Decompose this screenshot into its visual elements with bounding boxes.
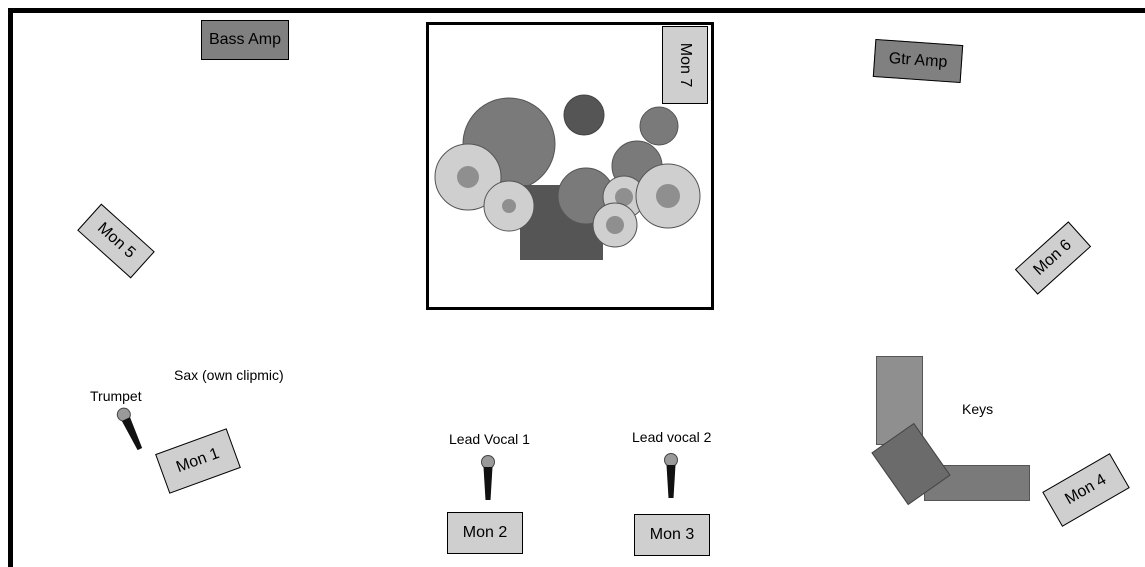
- monitor-4-label: Mon 4: [1062, 471, 1110, 509]
- lead-vocal-1-label: Lead Vocal 1: [449, 431, 530, 447]
- stage-frame-left: [8, 8, 13, 567]
- keys-label: Keys: [962, 401, 994, 417]
- bass-amp-label: Bass Amp: [208, 31, 282, 48]
- rack-tom-right: [639, 106, 679, 146]
- sax-label: Sax (own clipmic): [174, 367, 284, 383]
- monitor-1-label: Mon 1: [174, 444, 222, 477]
- bass-amp: Bass Amp: [201, 20, 289, 60]
- hi-hat-cymbal: [434, 143, 502, 211]
- monitor-7-label: Mon 7: [677, 42, 694, 88]
- rack-tom-dark: [563, 94, 605, 136]
- monitor-3: Mon 3: [634, 514, 710, 556]
- stage-frame-top: [8, 8, 1145, 13]
- lead-vocal-2-mic-icon: [664, 453, 678, 498]
- monitor-7: Mon 7: [662, 26, 708, 104]
- trumpet-label: Trumpet: [90, 388, 142, 404]
- crash-cymbal-left: [483, 180, 535, 232]
- china-cymbal: [592, 202, 638, 248]
- monitor-3-label: Mon 3: [649, 526, 695, 543]
- monitor-2-label: Mon 2: [462, 524, 508, 541]
- trumpet-mic-icon: [116, 407, 143, 451]
- ride-cymbal: [635, 163, 701, 229]
- lead-vocal-2-label: Lead vocal 2: [632, 429, 712, 445]
- lead-vocal-1-mic-icon: [481, 455, 495, 500]
- monitor-2: Mon 2: [447, 512, 523, 554]
